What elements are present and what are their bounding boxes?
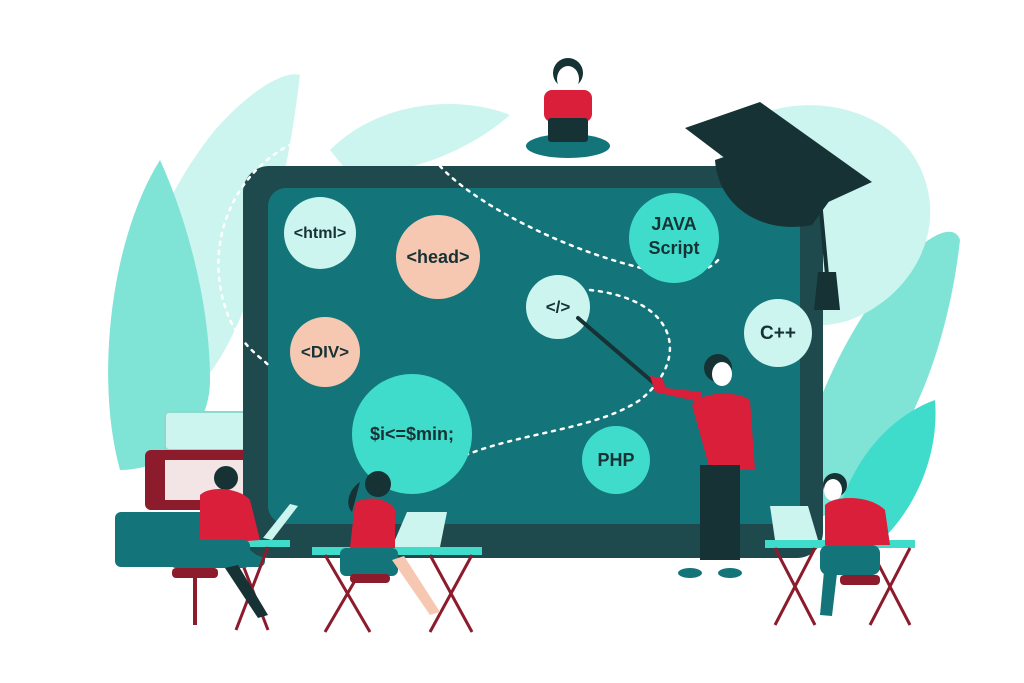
laptops xyxy=(263,504,818,547)
cap-tassel-string xyxy=(818,199,829,276)
laptop-left xyxy=(263,504,298,540)
code-bubbles: <html> <head> JAVA Script </> C++ <DIV> … xyxy=(284,193,812,494)
bubble-java: JAVA Script xyxy=(629,193,719,283)
dotted-path-left xyxy=(217,138,302,367)
pointer-stick xyxy=(576,316,664,392)
teacher xyxy=(576,316,755,578)
laptop-center xyxy=(392,512,447,547)
laptop-right xyxy=(770,506,818,540)
bubble-code: </> xyxy=(526,275,590,339)
bubble-var-label: $i<=$min; xyxy=(370,424,454,444)
bubble-code-label: </> xyxy=(546,297,571,316)
laptop-top xyxy=(548,118,588,142)
bubble-div-label: <DIV> xyxy=(301,342,349,361)
cap-base xyxy=(715,150,830,227)
left-leaf-back xyxy=(108,160,210,470)
bubble-head: <head> xyxy=(396,215,480,299)
dotted-path-middle xyxy=(408,288,672,492)
graduation-cap xyxy=(685,102,872,310)
top-leaf xyxy=(330,104,510,175)
bubble-div: <DIV> xyxy=(290,317,360,387)
student-left xyxy=(170,466,268,625)
bubble-var: $i<=$min; xyxy=(352,374,472,494)
cap-tassel xyxy=(814,272,840,310)
student-center xyxy=(340,471,440,615)
person-top xyxy=(526,58,610,158)
bubble-java-line2: Script xyxy=(648,238,699,258)
bubble-html-label: <html> xyxy=(294,225,346,242)
bubble-head-label: <head> xyxy=(406,247,469,267)
bubble-cpp: C++ xyxy=(744,299,812,367)
student-right xyxy=(820,473,890,616)
right-leaf-large xyxy=(790,231,960,521)
book-1 xyxy=(164,411,256,451)
bubble-php: PHP xyxy=(582,426,650,494)
bubble-html: <html> xyxy=(284,197,356,269)
cap-top xyxy=(685,102,872,215)
bubble-php-label: PHP xyxy=(597,450,634,470)
bubble-java-line1: JAVA xyxy=(651,214,696,234)
bubble-cpp-label: C++ xyxy=(760,323,796,344)
